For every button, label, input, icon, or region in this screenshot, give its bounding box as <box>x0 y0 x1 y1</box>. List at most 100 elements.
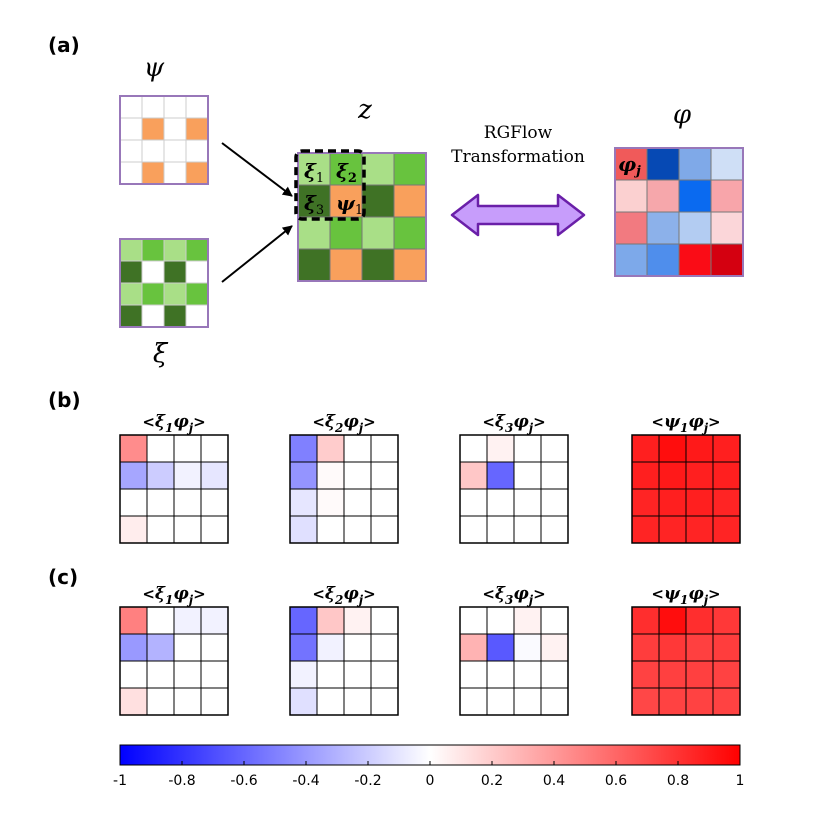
xi-grid <box>119 238 209 328</box>
heatmap-cell <box>540 606 569 635</box>
title-sub: 1 <box>165 421 173 435</box>
title-gt: > <box>193 585 206 603</box>
heatmap-cell <box>173 606 202 635</box>
title-sub-j: j <box>187 593 194 607</box>
colorbar-tick-label: -0.6 <box>230 773 257 789</box>
title-sub-j: j <box>702 421 709 435</box>
colorbar-tick-label: 0.6 <box>605 773 627 789</box>
heatmap-cell <box>486 488 515 517</box>
xi-grid-cell <box>141 260 165 284</box>
phi-grid-cell <box>710 179 744 213</box>
xi-grid-cell <box>119 282 143 306</box>
arrow-psi-to-z <box>221 142 293 197</box>
heatmap-cell <box>685 606 714 635</box>
title-gt: > <box>363 413 376 431</box>
xi-grid-cell <box>185 238 209 262</box>
heatmap-cell <box>658 660 687 689</box>
heatmap-cell <box>289 660 318 689</box>
colorbar-tick-label: 1 <box>736 773 745 789</box>
heatmap-border <box>289 434 399 544</box>
heatmap-cell <box>173 660 202 689</box>
heatmap-cell <box>119 633 148 662</box>
z-grid-cell <box>361 216 395 250</box>
colorbar-tick-label: 0.2 <box>481 773 503 789</box>
panel-b-map-title: <ξ2φj> <box>312 412 375 435</box>
heatmap-cell <box>343 606 372 635</box>
title-lt: < <box>651 413 664 431</box>
phi-grid-cell <box>646 243 680 277</box>
title-sub-j: j <box>357 421 364 435</box>
svg-text:ψ1: ψ1 <box>336 191 363 218</box>
heatmap-cell <box>119 461 148 490</box>
heatmap-cell <box>173 461 202 490</box>
title-lt: < <box>142 585 155 603</box>
phi-grid <box>614 147 744 277</box>
title-main: ξ <box>495 584 506 604</box>
heatmap-cell <box>316 633 345 662</box>
heatmap-cell <box>289 515 318 544</box>
title-lt: < <box>312 413 325 431</box>
panel-b-map-title: <ψ1φj> <box>651 412 720 435</box>
psi-grid-cell <box>141 117 165 141</box>
phi-grid-cell <box>710 243 744 277</box>
heatmap-cell <box>459 515 488 544</box>
xi-grid-cell <box>163 260 187 284</box>
title-phi: φ <box>343 584 359 604</box>
panel-b-map-title: <ξ1φj> <box>142 412 205 435</box>
heatmap-cell <box>146 633 175 662</box>
heatmap-cell <box>119 488 148 517</box>
xi-grid-cell <box>163 238 187 262</box>
heatmap-cell <box>343 488 372 517</box>
xi-grid-cell <box>141 304 165 328</box>
title-phi: φ <box>688 584 704 604</box>
z-label: z <box>357 95 372 125</box>
psi-grid-cell <box>141 139 165 163</box>
panel-b-map-title: <ξ3φj> <box>482 412 545 435</box>
heatmap-cell <box>540 515 569 544</box>
title-lt: < <box>142 413 155 431</box>
phi-grid-cell <box>646 179 680 213</box>
phi-grid-border <box>614 147 744 277</box>
heatmap-cell <box>173 687 202 716</box>
heatmap-cell <box>685 660 714 689</box>
phi-grid-cell <box>678 179 712 213</box>
heatmap-cell <box>685 687 714 716</box>
panel-c-map-title: <ξ3φj> <box>482 584 545 607</box>
heatmap-cell <box>486 515 515 544</box>
heatmap-cell <box>146 660 175 689</box>
z-block-labels: ξ1 ξ2 ξ3 ψ1 <box>304 159 363 218</box>
panel-b-heatmaps: <ξ1φj> <ξ2φj> <ξ3φj> <ψ1φj> <box>119 412 741 544</box>
heatmap-cell <box>146 687 175 716</box>
phi-corner-sub: j <box>633 164 641 179</box>
title-main: ψ <box>664 584 681 604</box>
title-sub: 3 <box>505 593 513 607</box>
heatmap-cell <box>289 488 318 517</box>
heatmap-cell <box>173 515 202 544</box>
heatmap-cell <box>370 606 399 635</box>
heatmap-cell <box>289 461 318 490</box>
z-label-xi3-main: ξ <box>304 191 317 215</box>
title-gt: > <box>363 585 376 603</box>
phi-grid-cell <box>614 243 648 277</box>
heatmap-cell <box>316 461 345 490</box>
heatmap-cell <box>316 434 345 463</box>
heatmap-cell <box>486 660 515 689</box>
title-sub-j: j <box>187 421 194 435</box>
title-main: ψ <box>664 412 681 432</box>
heatmap-cell <box>146 488 175 517</box>
title-gt: > <box>193 413 206 431</box>
heatmap-cell <box>658 488 687 517</box>
heatmap-border <box>119 606 229 716</box>
heatmap-cell <box>459 687 488 716</box>
title-sub-j: j <box>527 593 534 607</box>
heatmap-cell <box>146 515 175 544</box>
psi-grid-cell <box>141 95 165 119</box>
transform-text-line1: RGFlow <box>484 123 553 143</box>
heatmap-cell <box>316 660 345 689</box>
heatmap-cell <box>119 434 148 463</box>
heatmap-cell <box>631 434 660 463</box>
heatmap-cell <box>343 660 372 689</box>
phi-grid-cell <box>646 211 680 245</box>
xi-grid-cell <box>119 304 143 328</box>
